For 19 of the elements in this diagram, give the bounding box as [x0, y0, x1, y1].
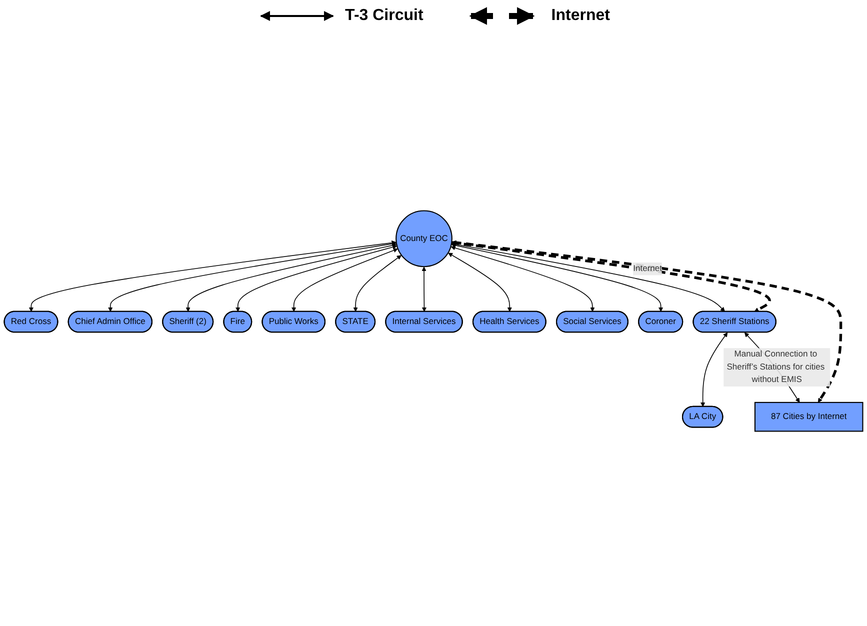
arrow: [353, 255, 402, 312]
legend-label: Internet: [551, 7, 610, 25]
arrow: [452, 241, 771, 312]
arrow: [291, 248, 398, 312]
arrow: [451, 243, 664, 312]
arrow: [236, 244, 398, 312]
arrow: [450, 246, 595, 312]
node-circle: County EOC: [396, 210, 452, 268]
arrow: [28, 240, 396, 312]
node-box: 87 Cities by Internet: [754, 402, 864, 432]
arrow: [700, 332, 728, 407]
arrow: [422, 266, 427, 312]
arrow: [451, 242, 726, 312]
arrow: [108, 242, 396, 312]
legend-label: T-3 Circuit: [345, 7, 424, 25]
arrow: [448, 252, 512, 312]
edge-label: Internet: [633, 264, 662, 274]
arrow: [186, 243, 397, 312]
edge-label: Manual Connection to Sheriff’s Stations for cities without EMIS: [726, 350, 825, 384]
